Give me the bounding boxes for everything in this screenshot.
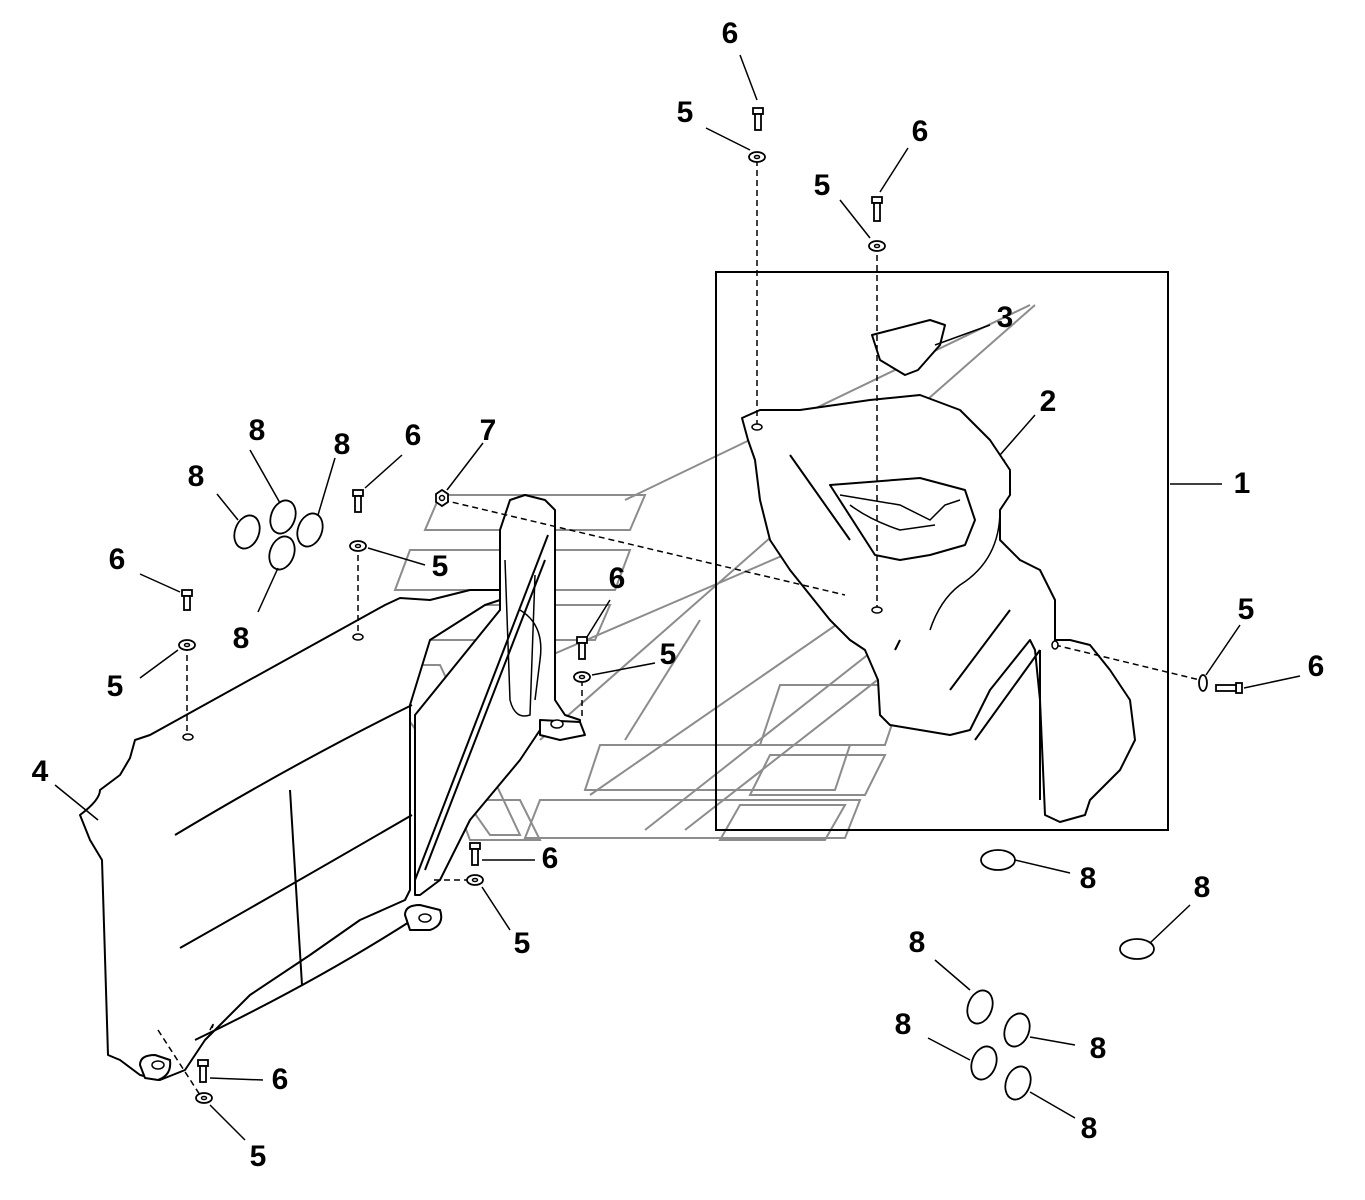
callout-2: 2	[1040, 385, 1057, 418]
callout-6: 6	[609, 562, 626, 595]
callout-5: 5	[107, 670, 124, 703]
callout-8: 8	[334, 428, 351, 461]
callout-6: 6	[722, 17, 739, 50]
plugs-part-8	[233, 499, 1155, 1101]
callout-5: 5	[660, 638, 677, 671]
callout-6: 6	[542, 842, 559, 875]
bolt	[469, 842, 481, 866]
bolt	[576, 636, 588, 660]
callout-8: 8	[188, 460, 205, 493]
callout-3: 3	[997, 301, 1014, 334]
bolt	[352, 489, 364, 513]
callout-6: 6	[272, 1063, 289, 1096]
callout-5: 5	[514, 927, 531, 960]
bolt	[1215, 682, 1243, 694]
callout-5: 5	[250, 1140, 267, 1173]
hardware	[178, 107, 1243, 1104]
callout-8: 8	[1090, 1032, 1107, 1065]
bolt	[181, 589, 193, 611]
callout-8: 8	[1194, 871, 1211, 904]
callout-5: 5	[432, 550, 449, 583]
trim-piece-part-3	[871, 319, 946, 376]
callout-8: 8	[233, 622, 250, 655]
callout-8: 8	[1081, 1112, 1098, 1145]
callout-5: 5	[677, 96, 694, 129]
callout-6: 6	[1308, 650, 1325, 683]
callout-4: 4	[32, 755, 49, 788]
callout-labels: 1 2 3 4 5 5 5 5 5 5 5 5 6 6 6 6 6 6 6 6 …	[32, 17, 1325, 1173]
nut	[435, 488, 449, 508]
rear-upright-bracket	[139, 494, 586, 1081]
callout-8: 8	[895, 1008, 912, 1041]
mounting-holes	[182, 423, 1059, 741]
callout-6: 6	[109, 543, 126, 576]
callout-8: 8	[249, 414, 266, 447]
callout-1: 1	[1234, 467, 1251, 500]
callout-6: 6	[912, 115, 929, 148]
callout-5: 5	[1238, 593, 1255, 626]
side-panel-part-4	[79, 589, 501, 1081]
callout-5: 5	[814, 169, 831, 202]
bolt	[197, 1059, 209, 1083]
fender-part-2	[741, 394, 1136, 823]
bolt	[871, 196, 883, 222]
callout-8: 8	[1080, 862, 1097, 895]
washer	[1198, 674, 1208, 692]
callout-8: 8	[909, 926, 926, 959]
bolt	[752, 107, 764, 131]
alignment-lines	[157, 160, 1201, 1096]
leader-lines	[54, 54, 1301, 1141]
assembly-frame	[715, 271, 1169, 831]
callout-7: 7	[480, 414, 497, 447]
callout-6: 6	[405, 419, 422, 452]
